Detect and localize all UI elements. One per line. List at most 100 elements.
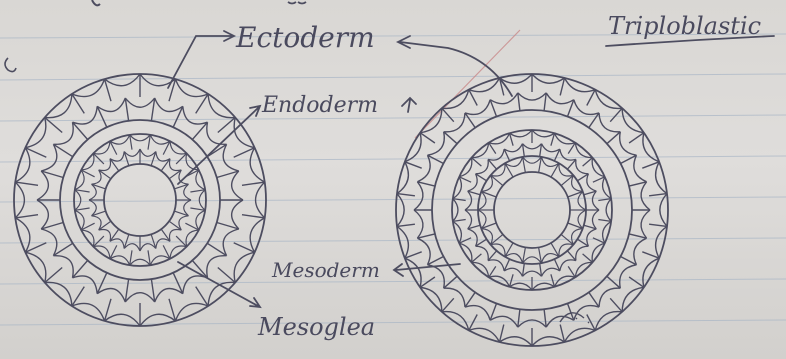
right-ectoderm-cell-wall [544, 309, 546, 327]
ectoderm-cell [232, 200, 243, 229]
ectoderm-cell [207, 256, 227, 278]
right-ectoderm-cell-wall [518, 309, 520, 327]
mesoderm-cell-wall [472, 158, 482, 167]
ectoderm-cell [183, 106, 208, 124]
endoderm-cell [184, 184, 191, 200]
right-ectoderm-cell [660, 194, 667, 227]
endoderm-cell [124, 149, 140, 156]
right-ectoderm-cell-wall [442, 298, 454, 312]
ectoderm-cell [125, 293, 154, 302]
label-arrows [168, 31, 774, 307]
mesoderm-cell [468, 174, 478, 191]
right-ectoderm-cell-wall [610, 298, 622, 312]
mesoderm-cell [592, 191, 599, 210]
ectoderm-cell [73, 276, 98, 294]
endoderm-cell [89, 184, 96, 200]
right-ectoderm-cell-wall [610, 108, 622, 122]
right-ectoderm-cell [414, 182, 423, 210]
right-ectoderm-cell [620, 265, 637, 288]
mesoglea-label: Mesoglea [257, 313, 375, 341]
endoderm-cell [89, 200, 96, 216]
ectoderm-cell [53, 256, 73, 278]
mesoderm-cell [465, 191, 472, 210]
right-ectoderm-cell-wall [397, 194, 415, 196]
mesoderm-cell-wall [472, 254, 482, 263]
ectoderm-cell-wall [45, 268, 62, 283]
ectoderm-cell [223, 229, 239, 256]
mesoderm-cell [587, 174, 597, 191]
endoderm-cell [179, 216, 189, 230]
endoderm-cell [92, 216, 102, 230]
mesoderm-cell [592, 210, 599, 229]
ectoderm-cell [176, 79, 209, 96]
pen-mark-left [5, 58, 16, 72]
ectoderm-cell-wall [218, 268, 235, 283]
endoderm-cell [110, 152, 124, 162]
right-ectoderm-cell-wall [444, 276, 457, 288]
endoderm-cell [156, 239, 170, 249]
right-ectoderm-cell [641, 182, 650, 210]
right-ectoderm-cell [444, 113, 465, 132]
pen-mark-top [92, 0, 100, 5]
right-ectoderm-cell-wall [420, 133, 435, 143]
right-ectoderm-cell-wall [420, 277, 435, 287]
right-ectoderm-cell-wall [544, 93, 546, 111]
endoderm-cell [92, 170, 102, 184]
endoderm-cell-wall [93, 236, 104, 247]
endoderm-label: Endoderm [261, 93, 378, 118]
ectoderm-inner-ring [60, 120, 220, 280]
ectoderm-cell [72, 79, 105, 96]
endoderm-cell [140, 149, 156, 156]
right-ectoderm-cell-wall [397, 224, 415, 226]
right-ectoderm-cell [465, 306, 490, 321]
right-ectoderm-cell-wall [629, 277, 644, 287]
right-ectoderm-cell [574, 306, 599, 321]
right-ectoderm-cell-wall [589, 292, 599, 307]
right-ectoderm-cell-wall [629, 133, 644, 143]
mesoderm-cell-wall [583, 158, 593, 167]
endoderm-arrow-right [402, 98, 416, 112]
triploblastic-label: Triploblastic [608, 12, 761, 40]
ectoderm-cell [41, 144, 57, 171]
ectoderm-cell [223, 144, 239, 171]
ectoderm-cell-wall [73, 122, 88, 139]
right-ectoderm-cell-wall [649, 224, 667, 226]
mesoderm-cell [587, 229, 597, 246]
right-ectoderm-cell [634, 155, 647, 182]
mesoderm-cell-wall [567, 251, 576, 261]
mesoderm-cell [453, 199, 458, 222]
endoderm-cell [130, 259, 151, 265]
right-ectoderm-cell-wall [444, 132, 457, 144]
right-ectoderm-cell [634, 238, 647, 265]
right-ectoderm-cell [599, 113, 620, 132]
endoderm-cell [124, 244, 140, 251]
endoderm-cell [140, 244, 156, 251]
ectoderm-cell-wall [192, 261, 207, 278]
mesoderm-cell-wall [488, 159, 497, 169]
right-ectoderm-cell [465, 100, 490, 115]
mesoderm-cell-wall [583, 254, 593, 263]
endoderm-cell [184, 200, 191, 216]
ruled-lines [0, 34, 786, 325]
right-ectoderm-cell [641, 210, 650, 238]
pen-mark-top-2 [288, 2, 306, 4]
endoderm-cell [156, 152, 170, 162]
right-ectoderm-cell-wall [607, 276, 620, 288]
mesoderm-cell [523, 144, 542, 149]
mesoderm-cell [468, 229, 478, 246]
endoderm-cell [110, 239, 124, 249]
right-ectoderm-cell [518, 93, 546, 100]
right-ectoderm-cell [428, 265, 445, 288]
mesoderm-cell [523, 271, 542, 276]
right-ectoderm-cell [428, 132, 445, 155]
endoderm-cell [130, 135, 151, 141]
right-ectoderm-cell [414, 210, 423, 238]
right-ectoderm-cell [620, 132, 637, 155]
right-ectoderm-cell [444, 288, 465, 307]
ectoderm-cell [15, 182, 24, 218]
right-ectoderm-cell-wall [465, 292, 475, 307]
ectoderm-cell [232, 171, 243, 200]
mesoderm-cell [465, 210, 472, 229]
